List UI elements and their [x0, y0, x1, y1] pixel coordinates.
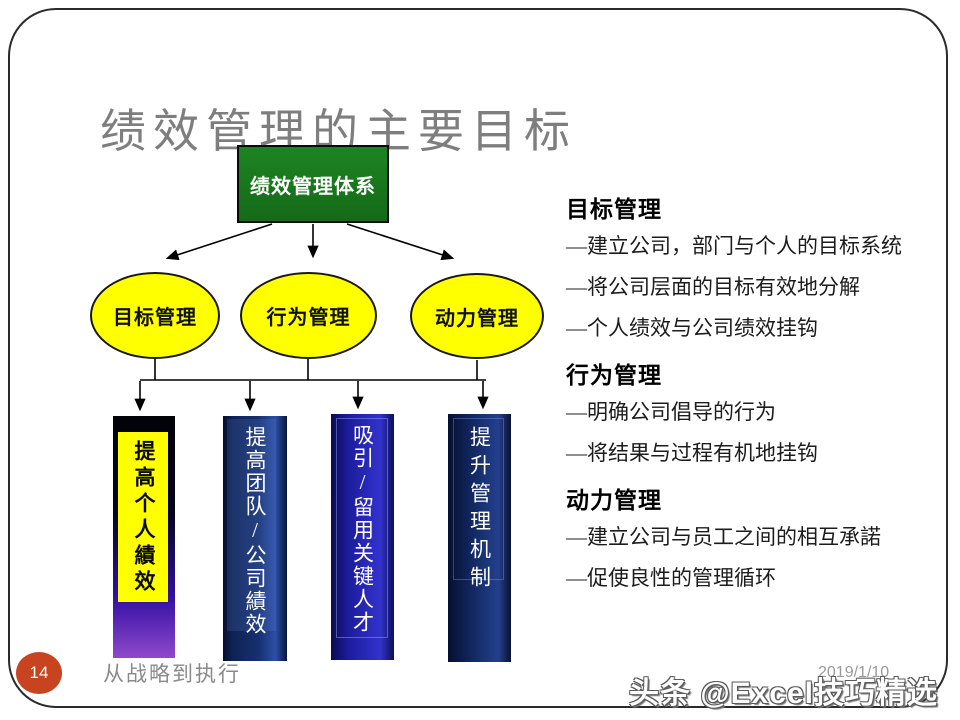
bar-label: 提高团队/公司績效 — [243, 426, 267, 636]
bullet: —明确公司倡导的行为 — [566, 399, 776, 424]
bar-key-talent: 吸引/留用关键人才 — [331, 414, 394, 660]
node-label: 动力管理 — [435, 307, 519, 330]
bullet: —个人绩效与公司绩效挂钩 — [566, 315, 818, 340]
page-number: 14 — [29, 663, 49, 682]
bar-inner-panel — [336, 418, 388, 638]
bullet: —将结果与过程有机地挂钩 — [566, 440, 818, 465]
node-behavior-management: 行为管理 — [240, 272, 377, 359]
section-motivation-management: 动力管理 —建立公司与员工之间的相互承諾 —促使良性的管理循环 — [566, 481, 948, 593]
watermark-text: 头条 @Excel技巧精选 — [629, 677, 938, 710]
bar-individual-performance: 提高个人績效 — [113, 416, 175, 658]
details-column: 目标管理 —建立公司，部门与个人的目标系统 —将公司层面的目标有效地分解 —个人… — [566, 190, 948, 605]
bar-inner-panel — [227, 419, 276, 631]
diagram-root-box: 绩效管理体系 — [237, 145, 389, 223]
slide-border — [8, 8, 948, 708]
bar-label: 提升管理机制 — [467, 426, 492, 594]
bar-inner-panel — [453, 418, 504, 580]
bar-yellow-panel — [118, 432, 168, 602]
bar-team-company-performance: 提高团队/公司績效 — [223, 416, 287, 661]
bullet: —将公司层面的目标有效地分解 — [566, 274, 860, 299]
bar-label: 吸引/留用关键人才 — [350, 424, 375, 634]
diagram-root-label: 绩效管理体系 — [250, 175, 376, 198]
section-heading: 目标管理 — [566, 197, 662, 222]
bullet: —建立公司，部门与个人的目标系统 — [566, 234, 902, 258]
bullet: —建立公司与员工之间的相互承諾 — [566, 524, 881, 549]
footer-strategy-text: 从战略到执行 — [103, 662, 241, 686]
footer-date: 2019/1/10 — [818, 664, 890, 681]
node-motivation-management: 动力管理 — [410, 273, 544, 359]
page-number-badge: 14 — [16, 652, 62, 694]
bar-label: 提高个人績效 — [132, 440, 156, 596]
node-label: 行为管理 — [266, 307, 351, 329]
bar-management-mechanism: 提升管理机制 — [448, 414, 511, 662]
node-label: 目标管理 — [113, 307, 197, 329]
section-heading: 动力管理 — [566, 487, 662, 513]
section-behavior-management: 行为管理 —明确公司倡导的行为 —将结果与过程有机地挂钩 — [566, 356, 948, 468]
section-goal-management: 目标管理 —建立公司，部门与个人的目标系统 —将公司层面的目标有效地分解 —个人… — [566, 190, 948, 343]
node-goal-management: 目标管理 — [90, 272, 220, 359]
section-heading: 行为管理 — [566, 362, 662, 388]
bullet: —促使良性的管理循环 — [566, 565, 776, 590]
